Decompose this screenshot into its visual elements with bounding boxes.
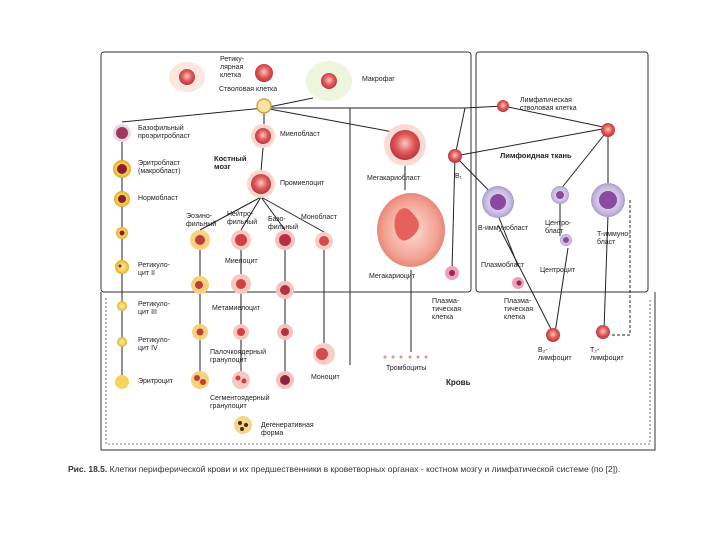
connector-lines <box>121 97 631 385</box>
label-erythroblast: Эритробласт (макробласт) <box>138 160 181 175</box>
label-bone-marrow: Костный мозг <box>214 154 247 171</box>
cell-lymphoid-stem-2 <box>601 123 615 137</box>
label-plasma-cell-2: Плазма- тическая клетка <box>504 298 534 321</box>
cell-normoblast-2 <box>116 227 128 239</box>
label-reticulocyte-2: Ретикуло- цит II <box>138 262 171 277</box>
blood-frame <box>100 292 656 451</box>
label-basophilic-proerythroblast: Базофильный проэритробласт <box>138 125 191 140</box>
lymphatic-frame <box>475 51 649 293</box>
label-centrocyte: Центроцит <box>540 267 576 274</box>
cell-macrophage <box>306 61 352 101</box>
label-plasmablast: Плазмобласт <box>481 262 525 269</box>
cell-b1 <box>448 149 462 163</box>
cell-reticulocyte-3 <box>117 301 127 311</box>
cell-degenerative-form <box>234 416 252 434</box>
blood-inner-frame <box>105 298 651 445</box>
cell-reticulocyte-2 <box>115 260 129 274</box>
cell-erythrocyte <box>115 375 129 389</box>
label-macrophage: Макрофаг <box>362 76 395 83</box>
label-band-granulocyte: Палочкоядерный гранулоцит <box>210 349 266 364</box>
label-plasma-cell-1: Плазма- тическая клетка <box>432 298 462 321</box>
cell-neutrophilic-myelocyte <box>231 230 251 250</box>
label-megakaryoblast: Мегакариобласт <box>367 175 421 182</box>
cell-stem <box>256 98 272 114</box>
cell-basophilic-segmented <box>276 371 294 389</box>
cell-reticular <box>169 62 205 92</box>
cell-megakaryocyte <box>377 193 445 267</box>
label-reticular-cell: Ретику- лярная клетка <box>220 56 245 79</box>
cell-lymphatic-stem <box>497 100 509 112</box>
label-degenerative-form: Дегенеративная форма <box>261 422 314 437</box>
cell-neutrophilic-band <box>233 324 249 340</box>
cell-normoblast <box>114 191 130 207</box>
cell-promyelocyte <box>247 170 275 198</box>
caption-text: Клетки периферической крови и их предшес… <box>107 464 621 474</box>
label-b1: B₁ <box>455 173 463 180</box>
cell-basophilic-myelocyte <box>275 230 295 250</box>
figure-caption: Рис. 18.5. Клетки периферической крови и… <box>68 463 668 475</box>
label-megakaryocyte: Мегакариоцит <box>369 273 416 280</box>
cell-b-immunoblast <box>482 186 514 218</box>
cell-erythroblast <box>113 160 131 178</box>
cell-b2-lymphocyte <box>546 328 560 342</box>
caption-prefix: Рис. 18.5. <box>68 464 108 474</box>
label-thrombocytes: Тромбоциты <box>386 365 427 372</box>
cell-centrocyte <box>560 234 572 246</box>
label-promyelocyte: Промиелоцит <box>280 180 325 187</box>
cell-megakaryoblast <box>384 124 426 166</box>
label-eosinophilic: Эозино- фильный <box>186 213 217 228</box>
cell-plasma-cell <box>512 277 524 289</box>
cell-myeloblast <box>251 124 275 148</box>
cell-eosinophilic-myelocyte <box>190 230 210 250</box>
cell-neutrophilic-segmented <box>232 371 250 389</box>
label-normoblast: Нормобласт <box>138 195 178 202</box>
cell-t-immunoblast <box>591 183 625 217</box>
label-segmented-granulocyte: Сегментоядерный гранулоцит <box>210 395 270 410</box>
label-b2-lymphocyte: B₂- лимфоцит <box>538 347 572 362</box>
label-t-immunoblast: T-иммуно- бласт <box>597 231 631 246</box>
label-reticulocyte-4: Ретикуло- цит IV <box>138 337 171 352</box>
label-stem-cell: Стволовая клетка <box>219 86 278 93</box>
cell-eosinophilic-metamyelocyte <box>191 276 209 294</box>
cell-reticular-2 <box>255 64 273 82</box>
cell-centroblast <box>551 186 569 204</box>
label-myeloblast: Миелобласт <box>280 131 320 138</box>
label-reticulocyte-3: Ретикуло- цит III <box>138 301 171 316</box>
cell-eosinophilic-segmented <box>191 371 209 389</box>
label-myelocyte: Миелоцит <box>225 258 258 265</box>
cell-plasmablast <box>445 266 459 280</box>
label-blood: Кровь <box>446 378 471 387</box>
cell-monoblast <box>315 232 333 250</box>
cell-monocyte <box>313 343 335 365</box>
cell-neutrophilic-metamyelocyte <box>231 274 251 294</box>
label-neutrophilic: Нейтро- фильный <box>227 211 258 226</box>
label-erythrocyte: Эритроцит <box>138 378 173 385</box>
cell-basophilic-metamyelocyte <box>276 281 294 299</box>
label-basophilic: Базо- фильный <box>268 216 299 231</box>
label-lymphoid-tissue: Лимфоидная ткань <box>500 151 572 160</box>
label-monocyte: Моноцит <box>311 374 340 381</box>
cell-eosinophilic-band <box>192 324 208 340</box>
label-monoblast: Монобласт <box>301 214 337 221</box>
cell-basophilic-proerythroblast <box>113 124 131 142</box>
label-metamyelocyte: Метамиелоцит <box>212 305 261 312</box>
cell-basophilic-band <box>277 324 293 340</box>
label-b-immunoblast: B-иммунобласт <box>478 225 529 232</box>
thrombocytes-dots <box>383 355 428 359</box>
label-lymphatic-stem-cell: Лимфатическая стволовая клетка <box>520 97 577 112</box>
label-t2-lymphocyte: T₂- лимфоцит <box>590 347 624 362</box>
label-centroblast: Центро- бласт <box>545 220 572 235</box>
cell-reticulocyte-4 <box>117 337 127 347</box>
cell-t2-lymphocyte <box>596 325 610 339</box>
